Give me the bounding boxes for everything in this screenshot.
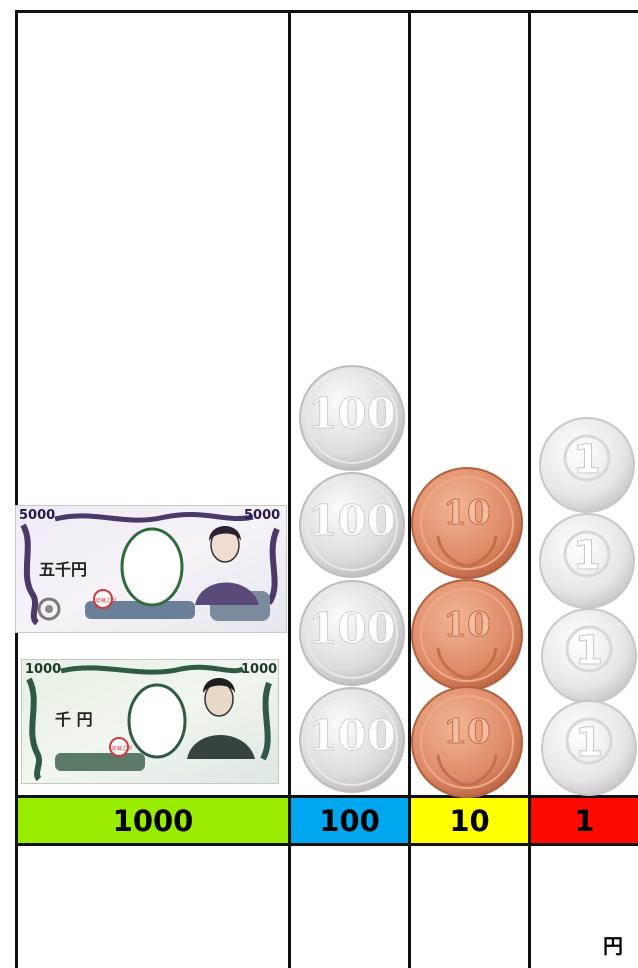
one-thousand-note-value-right: 1000: [241, 662, 277, 677]
hundred-coin-value: 100: [308, 711, 396, 760]
hundreds-header: 100: [291, 798, 408, 843]
five-thousand-yen-note[interactable]: 5000 5000 五千円 総裁之印: [15, 505, 287, 633]
ten-yen-coin[interactable]: 10: [410, 685, 524, 799]
one-coin-value: 1: [573, 533, 601, 579]
one-coin-value: 1: [575, 720, 603, 766]
hundred-yen-coin[interactable]: 100: [298, 686, 406, 794]
one-coin-value: 1: [573, 437, 601, 483]
yen-unit-label: 円: [603, 930, 623, 959]
hundred-yen-coin[interactable]: 100: [298, 579, 406, 687]
ten-yen-coin[interactable]: 10: [410, 466, 524, 580]
one-coin-value: 1: [575, 628, 603, 674]
thousands-header: 1000: [18, 798, 288, 843]
one-thousand-note-seal: 総裁之印: [112, 745, 132, 752]
tens-label: 10: [449, 804, 489, 838]
one-yen-coin[interactable]: 1: [540, 607, 638, 705]
header-bottom-border: [15, 843, 638, 846]
one-yen-coin[interactable]: 1: [540, 699, 638, 797]
one-thousand-note-value-left: 1000: [25, 662, 61, 677]
tens-header: 10: [411, 798, 528, 843]
hundred-coin-value: 100: [308, 496, 396, 545]
one-yen-coin[interactable]: 1: [538, 416, 636, 514]
five-thousand-note-seal: 総裁之印: [96, 597, 116, 604]
top-border: [15, 10, 638, 13]
ones-label: 1: [574, 804, 594, 838]
thousands-label: 1000: [113, 804, 194, 838]
ten-yen-coin[interactable]: 10: [410, 578, 524, 692]
ten-coin-value: 10: [443, 712, 490, 752]
five-thousand-note-kanji: 五千円: [39, 560, 87, 579]
hundred-coin-value: 100: [308, 604, 396, 653]
ten-coin-value: 10: [443, 605, 490, 645]
five-thousand-note-value-right: 5000: [244, 508, 280, 523]
one-yen-coin[interactable]: 1: [538, 512, 636, 610]
hundred-yen-coin[interactable]: 100: [298, 471, 406, 579]
hundred-coin-value: 100: [308, 389, 396, 438]
one-thousand-yen-note[interactable]: 1000 1000 千 円 総裁之印: [21, 659, 279, 784]
ones-header: 1: [531, 798, 638, 843]
hundred-yen-coin[interactable]: 100: [298, 364, 406, 472]
five-thousand-note-value-left: 5000: [19, 508, 55, 523]
hundreds-label: 100: [319, 804, 380, 838]
ten-coin-value: 10: [443, 493, 490, 533]
one-thousand-note-kanji: 千 円: [55, 710, 93, 729]
